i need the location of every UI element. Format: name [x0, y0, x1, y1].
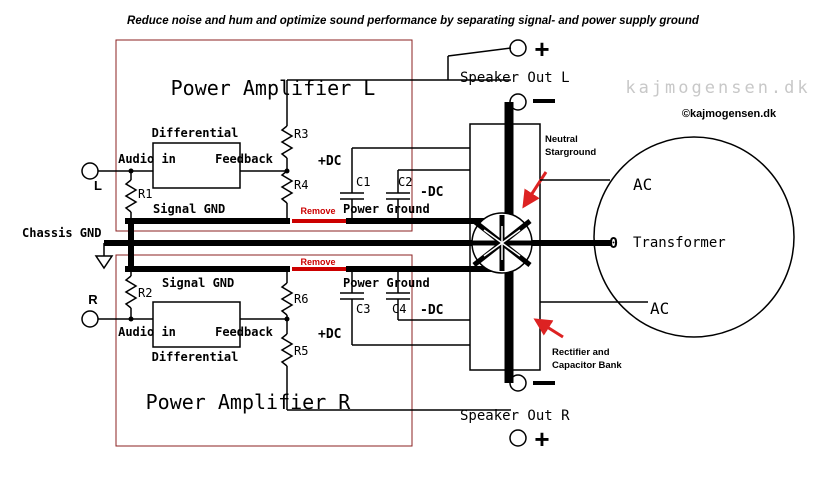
- c1-label: C1: [356, 175, 370, 189]
- speaker-left-plus-terminal[interactable]: [509, 39, 527, 57]
- plus-dc-right-label: +DC: [318, 327, 341, 342]
- resistor-r1: [124, 179, 138, 213]
- differential-right-block: [152, 301, 241, 348]
- watermark-text: kajmogensen.dk: [625, 78, 810, 98]
- transformer-ac-bottom-label: AC: [650, 299, 669, 318]
- rectifier-bank-label: Rectifier and Capacitor Bank: [552, 347, 622, 371]
- speaker-left-plus-wire: [447, 47, 512, 57]
- signal-gnd-left-label: Signal GND: [153, 202, 225, 216]
- plus-dc-left-label: +DC: [318, 154, 341, 169]
- c2-label: C2: [398, 175, 412, 189]
- c4-label: C4: [392, 302, 406, 316]
- resistor-r3: [280, 125, 294, 159]
- star-highlight-icon: [483, 226, 521, 260]
- chassis-gnd-label: Chassis GND: [22, 226, 101, 240]
- transformer-zero-label: 0: [609, 234, 618, 252]
- neutral-starground-label: Neutral Starground: [545, 134, 596, 158]
- c3-label: C3: [356, 302, 370, 316]
- r1-label: R1: [138, 187, 152, 201]
- differential-left-block: [152, 142, 241, 189]
- r6-label: R6: [294, 292, 308, 306]
- capacitor-bank-line: Capacitor Bank: [552, 360, 622, 371]
- input-left-terminal[interactable]: [81, 162, 99, 180]
- remove-left-label: Remove: [300, 206, 335, 216]
- r2-label: R2: [138, 286, 152, 300]
- feedback-left-label: Feedback: [215, 152, 274, 166]
- transformer-label: Transformer: [633, 235, 726, 251]
- r3-label: R3: [294, 127, 308, 141]
- rectifier-line: Rectifier and: [552, 347, 610, 358]
- remove-right-label: Remove: [300, 257, 335, 267]
- rectifier-arrow-icon: [533, 318, 564, 339]
- audio-in-right-label: Audio in: [118, 325, 176, 339]
- amp-right-box: [115, 254, 413, 447]
- signal-gnd-right-label: Signal GND: [162, 276, 234, 290]
- feedback-right-label: Feedback: [215, 325, 274, 339]
- audio-in-left-label: Audio in: [118, 152, 176, 166]
- speaker-right-label: Speaker Out R: [460, 408, 570, 424]
- r5-label: R5: [294, 344, 308, 358]
- starground-line: Starground: [545, 147, 596, 158]
- transformer-circle: [593, 136, 795, 338]
- resistor-r5: [280, 333, 294, 367]
- resistor-r4: [280, 170, 294, 204]
- plus-sign: +: [534, 34, 549, 64]
- power-ground-right-label: Power Ground: [343, 276, 430, 290]
- input-left-label: L: [94, 178, 102, 193]
- r4-label: R4: [294, 178, 308, 192]
- speaker-left-label: Speaker Out L: [460, 70, 570, 86]
- page-title: Reduce noise and hum and optimize sound …: [127, 15, 700, 27]
- minus-dc-right-label: -DC: [420, 303, 443, 318]
- minus-sign: [533, 99, 555, 103]
- ground-symbol-icon: [94, 255, 114, 270]
- resistor-r2: [124, 275, 138, 309]
- input-right-terminal[interactable]: [81, 310, 99, 328]
- minus-dc-left-label: -DC: [420, 185, 443, 200]
- minus-sign: [533, 381, 555, 385]
- plus-sign: +: [534, 424, 549, 454]
- neutral-line: Neutral: [545, 134, 578, 145]
- resistor-r6: [280, 282, 294, 316]
- differential-right-label: Differential: [152, 350, 239, 364]
- amp-left-box: [115, 39, 413, 232]
- copyright-text: ©kajmogensen.dk: [682, 108, 777, 120]
- neutral-arrow-icon: [522, 171, 548, 209]
- input-right-label: R: [88, 292, 98, 307]
- differential-left-label: Differential: [152, 126, 239, 140]
- power-ground-left-label: Power Ground: [343, 202, 430, 216]
- transformer-ac-top-label: AC: [633, 175, 652, 194]
- speaker-right-plus-terminal[interactable]: [509, 429, 527, 447]
